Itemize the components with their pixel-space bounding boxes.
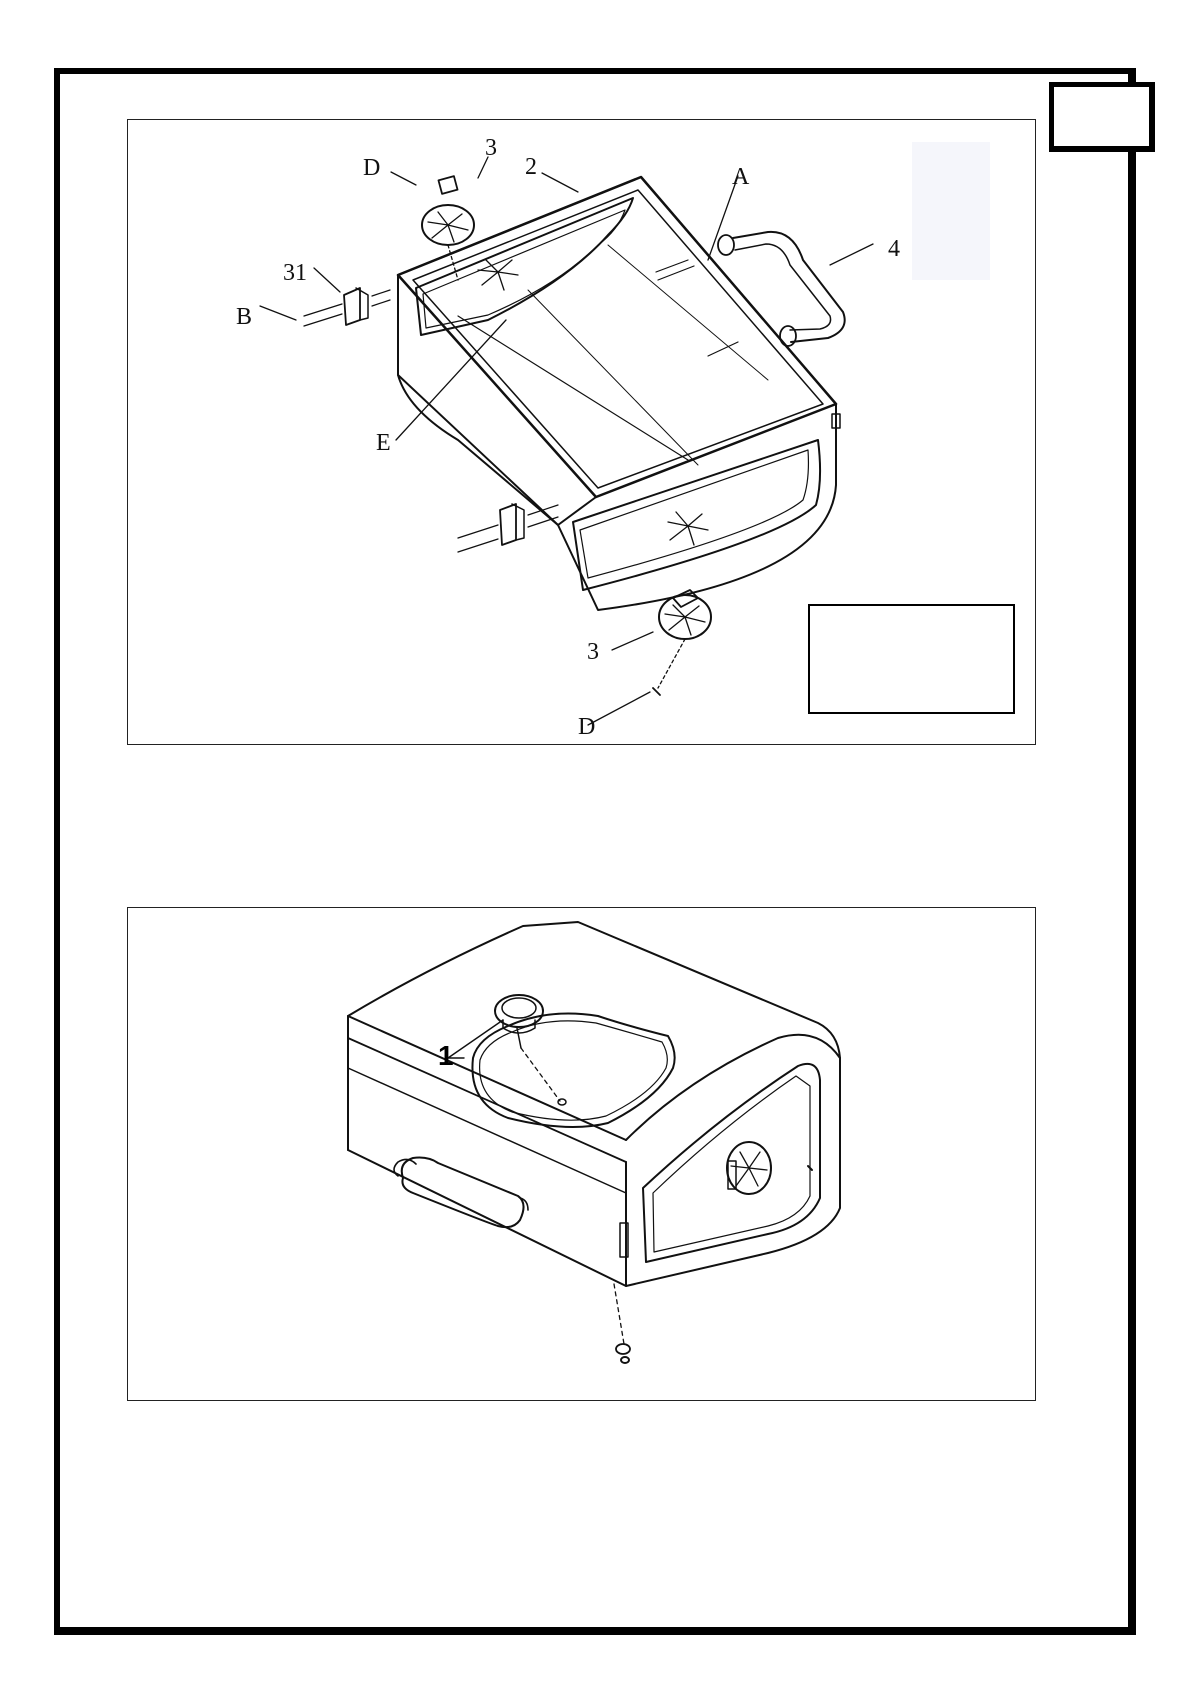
callout-1: 1 bbox=[438, 1040, 454, 1071]
leader-lines bbox=[260, 157, 873, 725]
upper-vent-spokes bbox=[428, 212, 468, 242]
callout-31: 31 bbox=[283, 260, 307, 286]
lid-assembly-drawing: 1 bbox=[128, 908, 1037, 1402]
front-vent bbox=[668, 512, 708, 545]
back-wall-vent bbox=[478, 260, 518, 290]
callout-a: A bbox=[732, 164, 750, 190]
front-panel bbox=[573, 440, 820, 590]
callout-d-lower: D bbox=[578, 714, 595, 740]
page-number-tab bbox=[1049, 82, 1155, 152]
exploded-assembly-diagram: D 3 2 A 4 31 B E 3 D bbox=[127, 119, 1036, 745]
callout-3-lower: 3 bbox=[587, 639, 599, 665]
lower-hinge bbox=[500, 504, 516, 545]
callout-2: 2 bbox=[525, 154, 537, 180]
lid-assembly-diagram: 1 bbox=[127, 907, 1036, 1401]
lid-handle bbox=[402, 1158, 524, 1228]
callout-e: E bbox=[376, 430, 391, 456]
top-window bbox=[472, 1014, 674, 1127]
side-window bbox=[643, 1064, 820, 1262]
bottom-washer bbox=[616, 1344, 630, 1354]
upper-hinge bbox=[344, 288, 360, 325]
lid-shell bbox=[348, 922, 840, 1286]
lower-vent-spokes bbox=[665, 605, 705, 635]
note-box bbox=[808, 604, 1015, 714]
callout-d-upper: D bbox=[363, 155, 380, 181]
left-side-panel bbox=[398, 275, 596, 525]
callout-b: B bbox=[236, 304, 252, 330]
callout-4: 4 bbox=[888, 236, 900, 262]
callout-3-upper: 3 bbox=[485, 135, 497, 161]
bottom-nut bbox=[621, 1357, 629, 1363]
